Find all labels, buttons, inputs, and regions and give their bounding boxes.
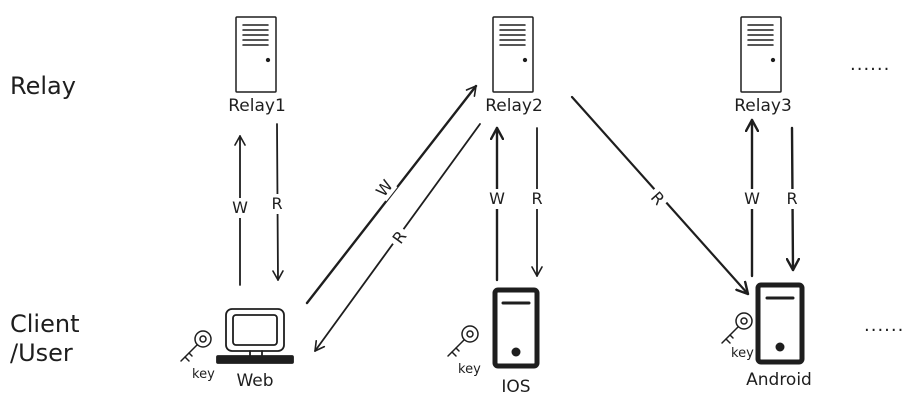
- client-more-ellipsis: ......: [864, 315, 904, 336]
- ios-key-label: key: [458, 362, 481, 377]
- row-label-relay: Relay: [10, 72, 76, 100]
- edge-label-relay2-android-read: R: [647, 188, 669, 209]
- edge-label-web-relay2-write: W: [372, 176, 397, 200]
- mobile-device-icon: [492, 287, 540, 369]
- label-bg: [385, 223, 413, 251]
- key-icon: [447, 325, 479, 357]
- relay2-node: Relay2: [485, 16, 543, 116]
- label-bg: [370, 174, 398, 202]
- row-label-client-line1: Client: [10, 310, 79, 338]
- android-client-node: key Android: [721, 282, 812, 390]
- server-tower-icon: [492, 16, 534, 93]
- server-tower-icon: [235, 16, 277, 93]
- label-bg: [231, 198, 249, 218]
- edge-label-ios-relay2-write: W: [489, 189, 505, 208]
- android-key-label: key: [731, 346, 754, 361]
- label-bg: [743, 189, 761, 209]
- key-icon: [180, 330, 212, 362]
- label-bg: [488, 189, 506, 209]
- relay-more-ellipsis: ......: [850, 54, 890, 75]
- web-key-label: key: [192, 367, 215, 382]
- relay1-label: Relay1: [228, 96, 286, 116]
- ios-label: IOS: [501, 377, 530, 397]
- ios-client-node: key IOS: [447, 287, 540, 397]
- label-bg: [644, 184, 672, 212]
- relay3-label: Relay3: [734, 96, 792, 116]
- relay3-node: Relay3: [734, 16, 792, 116]
- desktop-computer-icon: [216, 308, 294, 364]
- mobile-device-icon: [755, 282, 805, 365]
- label-bg: [528, 189, 546, 209]
- web-client-node: key Web: [180, 308, 294, 391]
- web-label: Web: [236, 371, 273, 391]
- edge-label-web-relay1-read: R: [271, 194, 282, 213]
- row-label-client-line2: /User: [10, 339, 73, 367]
- key-icon: [721, 312, 753, 344]
- edge-label-android-relay3-write: W: [744, 189, 760, 208]
- label-bg: [783, 189, 801, 209]
- edge-label-android-relay3-read: R: [786, 189, 797, 208]
- label-bg: [268, 194, 286, 214]
- android-label: Android: [746, 370, 812, 390]
- relay2-label: Relay2: [485, 96, 543, 116]
- relay1-node: Relay1: [228, 16, 286, 116]
- server-tower-icon: [740, 16, 782, 93]
- edge-label-ios-relay2-read: R: [531, 189, 542, 208]
- edge-label-web-relay1-write: W: [232, 198, 248, 217]
